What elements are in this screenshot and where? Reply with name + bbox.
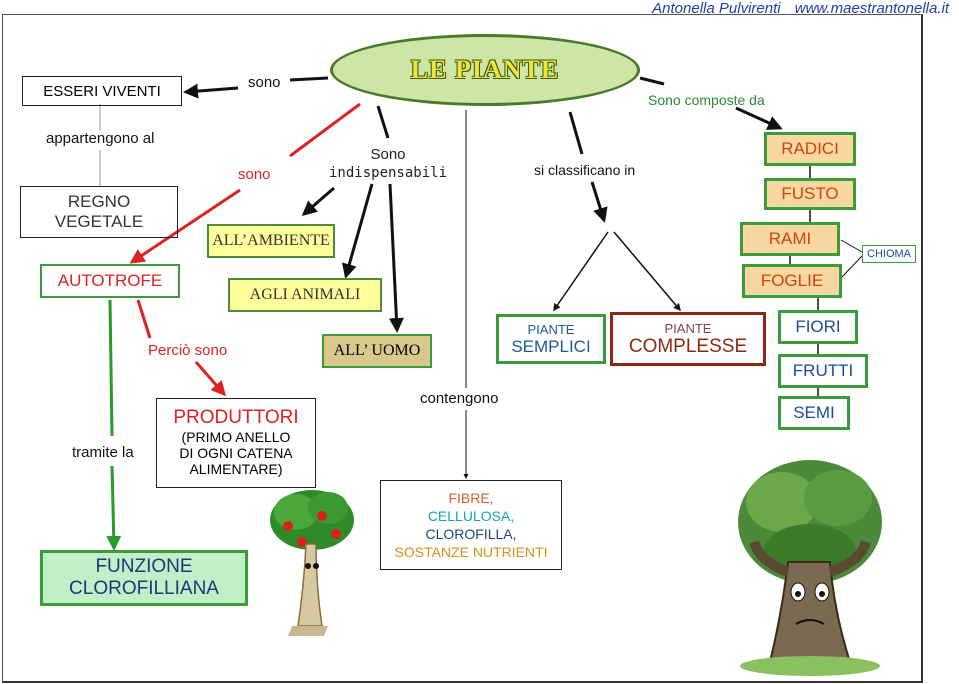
cellulosa-label: CELLULOSA,	[427, 508, 515, 524]
appartengono-label: appartengono al	[46, 130, 155, 147]
foglie-label: FOGLIE	[760, 271, 824, 290]
author-name: Antonella Pulvirenti	[652, 0, 781, 17]
radici-box: RADICI	[764, 132, 856, 166]
rami-box: RAMI	[740, 222, 840, 256]
fusto-label: FUSTO	[781, 184, 839, 203]
foglie-box: FOGLIE	[742, 264, 842, 298]
regno-line1: REGNO	[67, 192, 131, 211]
semplici-box: PIANTE SEMPLICI	[496, 314, 606, 364]
fibre-label: FIBRE,	[448, 490, 494, 506]
chioma-box: CHIOMA	[862, 245, 916, 263]
classificano-label: si classificano in	[534, 162, 636, 178]
animali-label: AGLI ANIMALI	[249, 286, 361, 303]
ambiente-label: ALL’AMBIENTE	[212, 232, 330, 249]
autotrofe-box: AUTOTROFE	[40, 264, 180, 298]
radici-label: RADICI	[781, 139, 839, 158]
frutti-label: FRUTTI	[792, 361, 854, 380]
frutti-box: FRUTTI	[778, 354, 868, 388]
fiori-box: FIORI	[778, 310, 858, 344]
rami-label: RAMI	[768, 229, 812, 248]
complesse-top: PIANTE	[664, 320, 712, 336]
ambiente-box: ALL’AMBIENTE	[207, 224, 335, 258]
esseri-viventi-box: ESSERI VIVENTI	[22, 76, 182, 106]
composte-label: Sono composte da	[648, 92, 765, 108]
funzione-line2: CLOROFILLIANA	[69, 578, 219, 599]
complesse-bottom: COMPLESSE	[628, 335, 748, 357]
fiori-label: FIORI	[795, 317, 841, 336]
uomo-box: ALL’ UOMO	[322, 334, 432, 368]
tramite-label: tramite la	[72, 444, 134, 461]
produttori-sub3: ALIMENTARE)	[189, 460, 283, 477]
sono-label: sono	[248, 74, 281, 91]
produttori-box: PRODUTTORI (PRIMO ANELLO DI OGNI CATENA …	[156, 398, 316, 488]
autotrofe-label: AUTOTROFE	[57, 271, 163, 290]
sono-indisp-line1: Sono	[370, 146, 406, 163]
fusto-box: FUSTO	[764, 178, 856, 210]
semi-box: SEMI	[778, 396, 850, 430]
semplici-bottom: SEMPLICI	[511, 336, 591, 356]
esseri-viventi-label: ESSERI VIVENTI	[43, 82, 161, 100]
produttori-title: PRODUTTORI	[173, 406, 299, 428]
semi-label: SEMI	[793, 403, 835, 422]
sono-indisp-line2: indispensabili	[329, 165, 448, 181]
header-credit: Antonella Pulvirenti www.maestrantonella…	[642, 0, 949, 17]
central-title: LE PIANTE	[410, 55, 560, 84]
semplici-top: PIANTE	[527, 321, 575, 337]
nutrienti-box: FIBRE, CELLULOSA, CLOROFILLA, SOSTANZE N…	[380, 480, 562, 570]
contengono-label: contengono	[420, 390, 499, 407]
sostanze-label: SOSTANZE NUTRIENTI	[394, 544, 548, 560]
diagram-frame	[2, 14, 923, 683]
funzione-clorofilliana-box: FUNZIONE CLOROFILLIANA	[40, 550, 248, 606]
oak-tree-image	[738, 460, 882, 676]
clorofilla-label: CLOROFILLA,	[425, 526, 517, 542]
funzione-line1: FUNZIONE	[95, 556, 193, 577]
produttori-sub1: (PRIMO ANELLO	[181, 428, 291, 445]
site-url: www.maestrantonella.it	[794, 0, 949, 17]
complesse-box: PIANTE COMPLESSE	[610, 312, 766, 366]
animali-box: AGLI ANIMALI	[228, 278, 382, 312]
chioma-label: CHIOMA	[867, 248, 911, 260]
regno-line2: VEGETALE	[54, 212, 144, 231]
sono-red-label: sono	[238, 166, 271, 183]
percio-label: Perciò sono	[148, 342, 228, 359]
indispensabili-label: Sono indispensabili	[329, 144, 447, 184]
regno-vegetale-box: REGNO VEGETALE	[20, 186, 178, 238]
produttori-sub2: DI OGNI CATENA	[179, 444, 293, 461]
central-topic: LE PIANTE	[330, 34, 640, 106]
uomo-label: ALL’ UOMO	[333, 342, 421, 359]
apple-tree-image	[270, 490, 354, 636]
